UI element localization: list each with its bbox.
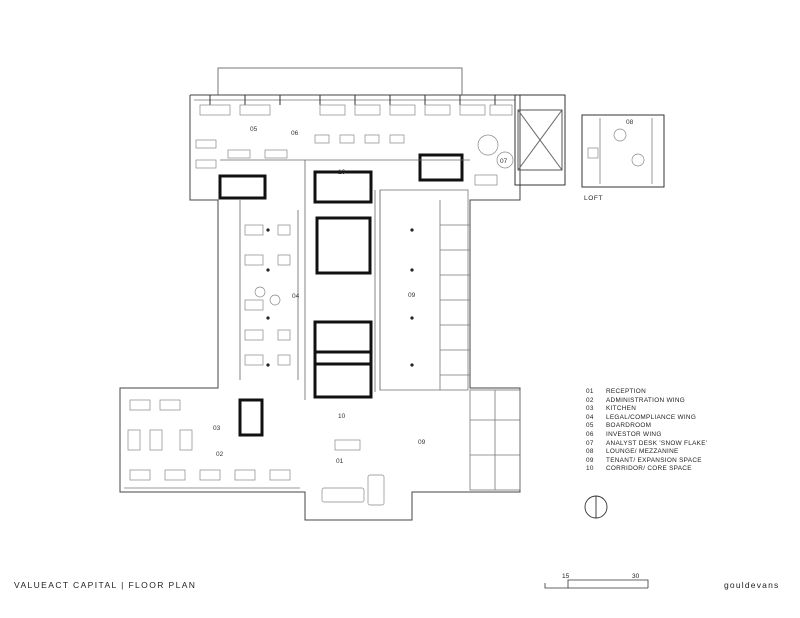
legend-item: 05 BOARDROOM	[586, 422, 707, 431]
building-outline	[119, 67, 665, 521]
legend-item: 03 KITCHEN	[586, 405, 707, 414]
legend-number: 06	[586, 430, 594, 438]
room-tag-03: 03	[213, 425, 221, 432]
legend-label: BOARDROOM	[606, 422, 652, 430]
room-tag-07: 07	[500, 158, 508, 165]
legend-number: 03	[586, 405, 594, 413]
legend-number: 05	[586, 422, 594, 430]
room-tags: 05 06 07 08 10 04 09 03 02 01 10 09	[213, 119, 634, 465]
loft-label: LOFT	[584, 195, 604, 202]
core-walls	[218, 153, 464, 437]
room-tag-04: 04	[292, 293, 300, 300]
columns	[266, 228, 414, 367]
room-tag-10-bottom: 10	[338, 413, 346, 420]
legend-label: LOUNGE/ MEZZANINE	[606, 448, 679, 456]
north-arrow	[584, 495, 608, 519]
brand-name: gouldevans	[724, 580, 780, 590]
legend-number: 04	[586, 413, 594, 421]
legend-number: 08	[586, 448, 594, 456]
legend-label: LEGAL/COMPLIANCE WING	[606, 413, 697, 421]
room-tag-09-bottom: 09	[418, 439, 426, 446]
legend-item: 02 ADMINISTRATION WING	[586, 397, 707, 406]
scale-label-end: 30	[632, 573, 640, 580]
legend-label: INVESTOR WING	[606, 430, 662, 438]
legend-label: KITCHEN	[606, 405, 637, 413]
page-title: VALUEACT CAPITAL | FLOOR PLAN	[14, 580, 197, 590]
legend-number: 10	[586, 465, 594, 473]
room-tag-06: 06	[291, 130, 299, 137]
room-tag-01: 01	[336, 458, 344, 465]
scale-label-mid: 15	[562, 573, 570, 580]
legend-item: 08 LOUNGE/ MEZZANINE	[586, 448, 707, 457]
room-tag-08: 08	[626, 119, 634, 126]
legend-item: 01 RECEPTION	[586, 388, 707, 397]
legend-number: 01	[586, 388, 594, 395]
legend-item: 04 LEGAL/COMPLIANCE WING	[586, 414, 707, 423]
room-tag-09-top: 09	[408, 292, 416, 299]
legend-item: 10 CORRIDOR/ CORE SPACE	[586, 465, 707, 474]
legend-item: 09 TENANT/ EXPANSION SPACE	[586, 457, 707, 466]
legend-item: 06 INVESTOR WING	[586, 431, 707, 440]
room-tag-10-top: 10	[338, 169, 346, 176]
room-tag-05: 05	[250, 126, 258, 133]
tenant-space-grid	[379, 189, 521, 491]
legend-item: 07 ANALYST DESK 'SNOW FLAKE'	[586, 440, 707, 449]
legend-number: 09	[586, 456, 594, 464]
legend: 01 RECEPTION 02 ADMINISTRATION WING 03 KITC…	[586, 388, 707, 474]
legend-label: RECEPTION	[606, 388, 646, 395]
legend-label: TENANT/ EXPANSION SPACE	[606, 456, 702, 464]
legend-label: CORRIDOR/ CORE SPACE	[606, 465, 692, 473]
furniture	[127, 104, 645, 506]
scale-bar	[544, 579, 649, 589]
legend-label: ANALYST DESK 'SNOW FLAKE'	[606, 439, 708, 447]
room-tag-02: 02	[216, 451, 224, 458]
legend-number: 07	[586, 439, 594, 447]
legend-label: ADMINISTRATION WING	[606, 396, 686, 404]
legend-number: 02	[586, 396, 594, 404]
